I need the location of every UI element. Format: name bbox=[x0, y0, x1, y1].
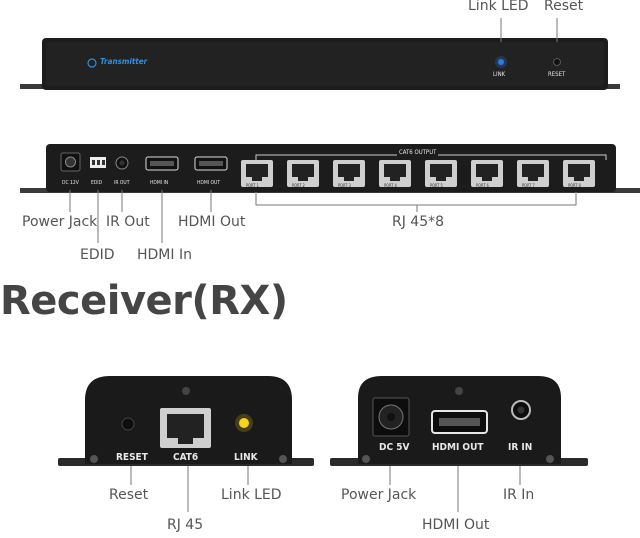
link-led-icon bbox=[498, 59, 504, 65]
section-title: Receiver(RX) bbox=[0, 278, 288, 324]
cat6-port-8-label: PORT 8 bbox=[568, 183, 581, 188]
ir-out-label: IR OUT bbox=[114, 180, 130, 186]
callout-rj45x8: RJ 45*8 bbox=[392, 214, 445, 230]
transmitter-front-unit bbox=[20, 18, 620, 90]
callout-ir-out: IR Out bbox=[106, 214, 150, 230]
callout-rx-power-jack: Power Jack bbox=[341, 487, 417, 503]
callout-rx-rj45: RJ 45 bbox=[167, 517, 204, 533]
dc-12v-label: DC 12V bbox=[62, 180, 79, 186]
cat6-output-label: CAT6 OUTPUT bbox=[397, 149, 439, 156]
callout-rx-link-led: Link LED bbox=[221, 487, 282, 503]
callout-rx-reset: Reset bbox=[109, 487, 149, 503]
rx-link-label: LINK bbox=[234, 452, 258, 463]
cat6-port-row bbox=[241, 160, 595, 187]
cat6-port-1-label: PORT 1 bbox=[246, 183, 259, 188]
callout-rx-hdmi-out: HDMI Out bbox=[422, 517, 490, 533]
cat6-port-6-label: PORT 6 bbox=[476, 183, 489, 188]
rx-reset-button-icon bbox=[121, 417, 135, 431]
callout-power-jack: Power Jack bbox=[22, 214, 98, 230]
rx-link-led-icon bbox=[239, 418, 249, 428]
hdmi-in-label: HDMI IN bbox=[150, 180, 169, 186]
power-symbol-icon bbox=[87, 58, 97, 68]
receiver-left-unit bbox=[58, 376, 314, 512]
callout-hdmi-in: HDMI In bbox=[137, 247, 192, 263]
receiver-right-unit bbox=[330, 376, 588, 512]
rx-hdmi-out-label: HDMI OUT bbox=[432, 442, 484, 453]
cat6-port-2-label: PORT 2 bbox=[292, 183, 305, 188]
reset-port-label: RESET bbox=[548, 71, 566, 78]
cat6-port-4-label: PORT 4 bbox=[384, 183, 397, 188]
transmitter-brand-label: Transmitter bbox=[100, 57, 148, 66]
rx-dc5v-label: DC 5V bbox=[379, 442, 410, 453]
reset-button-icon bbox=[553, 58, 561, 66]
rx-ir-in-label: IR IN bbox=[508, 442, 533, 453]
edid-label: EDID bbox=[91, 180, 103, 186]
callout-edid: EDID bbox=[80, 247, 115, 263]
callout-link-led: Link LED bbox=[468, 0, 529, 14]
callout-rx-ir-in: IR In bbox=[503, 487, 535, 503]
cat6-port-5-label: PORT 5 bbox=[430, 183, 443, 188]
callout-reset: Reset bbox=[544, 0, 584, 14]
callout-hdmi-out: HDMI Out bbox=[178, 214, 246, 230]
rx-reset-label: RESET bbox=[116, 452, 148, 463]
hdmi-out-label: HDMI OUT bbox=[197, 180, 221, 186]
link-port-label: LINK bbox=[493, 71, 506, 78]
cat6-port-3-label: PORT 3 bbox=[338, 183, 351, 188]
cat6-port-7-label: PORT 7 bbox=[522, 183, 535, 188]
rx-cat6-label: CAT6 bbox=[173, 452, 199, 463]
